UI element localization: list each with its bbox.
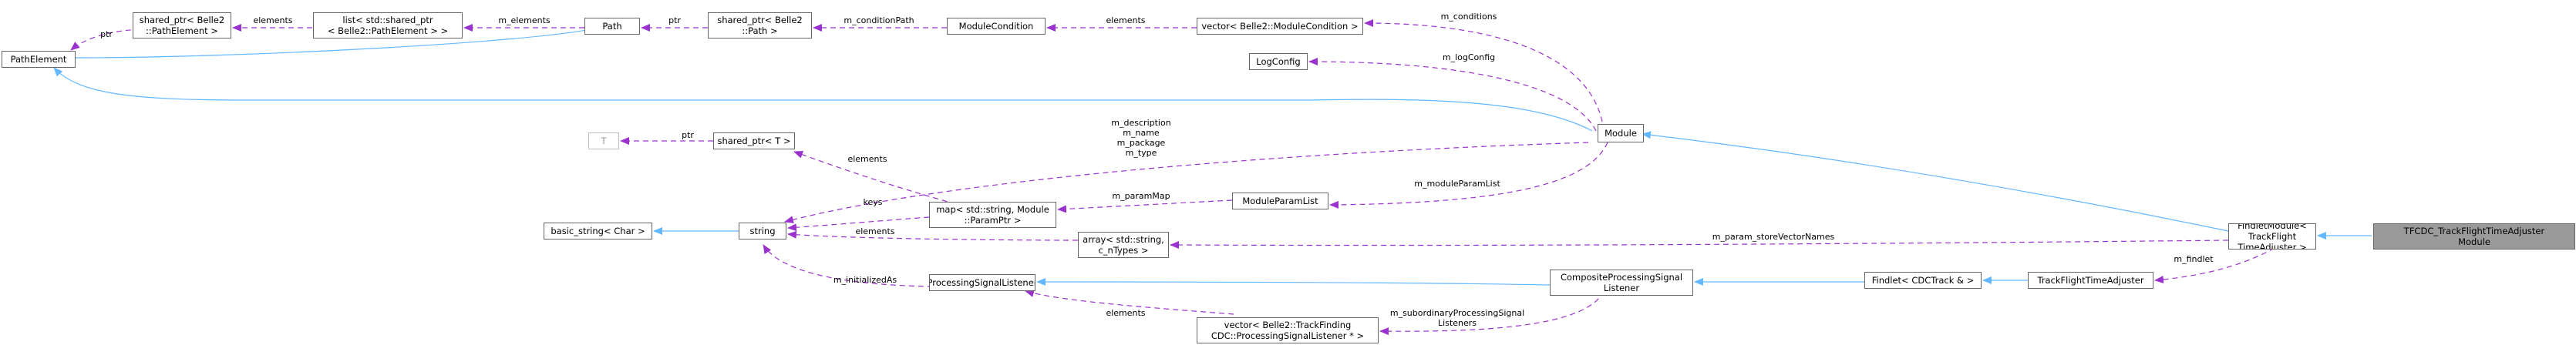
label-m-conditionpath: m_conditionPath — [844, 15, 914, 25]
node-basic-string[interactable]: basic_string< Char > — [544, 223, 652, 239]
edge-map-to-sharedt — [793, 151, 957, 205]
edge-shared-pathelement-to-pathelement — [70, 28, 141, 51]
label-m-initializedas: m_initializedAs — [833, 275, 897, 285]
label-m-conditions: m_conditions — [1440, 12, 1497, 22]
node-moduleparamlist[interactable]: ModuleParamList — [1232, 193, 1328, 209]
edge-module-to-logconfig — [1308, 58, 1597, 132]
edge-path-to-pathelement — [64, 27, 598, 62]
label-keys: keys — [863, 197, 883, 207]
node-string[interactable]: string — [739, 223, 786, 239]
edge-processing-to-string — [763, 244, 934, 287]
edge-module-to-pathelement — [53, 67, 1593, 132]
node-pathelement[interactable]: PathElement — [2, 51, 76, 68]
label-elements-list: elements — [253, 15, 293, 25]
label-string-members: m_description m_name m_package m_type — [1111, 118, 1171, 158]
label-m-param-storevectornames: m_param_storeVectorNames — [1712, 232, 1835, 242]
node-logconfig[interactable]: LogConfig — [1249, 53, 1308, 70]
node-composite-listener[interactable]: CompositeProcessingSignal Listener — [1550, 270, 1693, 296]
label-elements-shared-t: elements — [847, 154, 887, 164]
usage-edges — [70, 19, 2275, 336]
label-ptr-t: ptr — [682, 130, 694, 140]
node-t[interactable]: T — [588, 132, 619, 149]
node-vector-listener[interactable]: vector< Belle2::TrackFinding CDC::Proces… — [1197, 317, 1379, 343]
edge-composite-to-vector-listener — [1379, 290, 1605, 336]
node-modulecondition[interactable]: ModuleCondition — [947, 18, 1046, 35]
edge-findletmodule-to-module — [1642, 131, 2229, 232]
node-list-shared-ptr[interactable]: list< std::shared_ptr < Belle2::PathElem… — [313, 12, 463, 39]
edge-composite-to-processing — [1036, 278, 1551, 286]
edge-vector-listener-to-processing — [1025, 290, 1234, 315]
label-m-moduleparamlist: m_moduleParamList — [1414, 179, 1500, 189]
edge-findletmodule-to-adjuster — [2154, 247, 2275, 284]
edge-module-to-vector-condition — [1364, 19, 1605, 132]
label-elements-vector-listener: elements — [1106, 308, 1146, 318]
node-module[interactable]: Module — [1598, 124, 1644, 142]
label-m-subordinary: m_subordinaryProcessingSignal Listeners — [1389, 308, 1525, 328]
edge-module-to-string — [784, 142, 1589, 224]
node-findlet-cdctrack[interactable]: Findlet< CDCTrack & > — [1864, 272, 1982, 289]
node-vector-modulecondition[interactable]: vector< Belle2::ModuleCondition > — [1197, 18, 1363, 35]
label-ptr-pathelement: ptr — [100, 29, 113, 39]
node-shared-ptr-path[interactable]: shared_ptr< Belle2 ::Path > — [708, 12, 812, 39]
node-findletmodule[interactable]: FindletModule< TrackFlight TimeAdjuster … — [2228, 223, 2316, 250]
node-array-string[interactable]: array< std::string, c_nTypes > — [1078, 232, 1169, 258]
node-shared-ptr-t[interactable]: shared_ptr< T > — [713, 132, 795, 149]
label-m-parammap: m_paramMap — [1112, 191, 1170, 201]
edge-array-to-string — [787, 230, 1079, 241]
label-elements-vector-condition: elements — [1106, 15, 1146, 25]
node-path[interactable]: Path — [584, 18, 640, 35]
node-shared-ptr-pathelement[interactable]: shared_ptr< Belle2 ::PathElement > — [133, 12, 231, 39]
node-root-module[interactable]: TFCDC_TrackFlightTimeAdjuster Module — [2373, 223, 2575, 250]
edge-map-to-string — [787, 216, 930, 232]
edge-findletmodule-to-array — [1170, 239, 2229, 250]
node-processingsignallistener[interactable]: ProcessingSignalListener — [929, 274, 1035, 291]
label-elements-array: elements — [855, 226, 895, 236]
edge-paramlist-to-map — [1057, 199, 1233, 213]
label-m-findlet: m_findlet — [2174, 254, 2214, 264]
edge-module-to-paramlist — [1329, 142, 1608, 209]
node-trackflighttimeadjuster[interactable]: TrackFlightTimeAdjuster — [2028, 272, 2153, 289]
label-m-elements: m_elements — [498, 15, 551, 25]
label-m-logconfig: m_logConfig — [1442, 52, 1496, 62]
node-map-string[interactable]: map< std::string, Module ::ParamPtr > — [929, 202, 1056, 228]
inheritance-edges — [53, 27, 2372, 286]
label-ptr-path: ptr — [668, 15, 681, 25]
